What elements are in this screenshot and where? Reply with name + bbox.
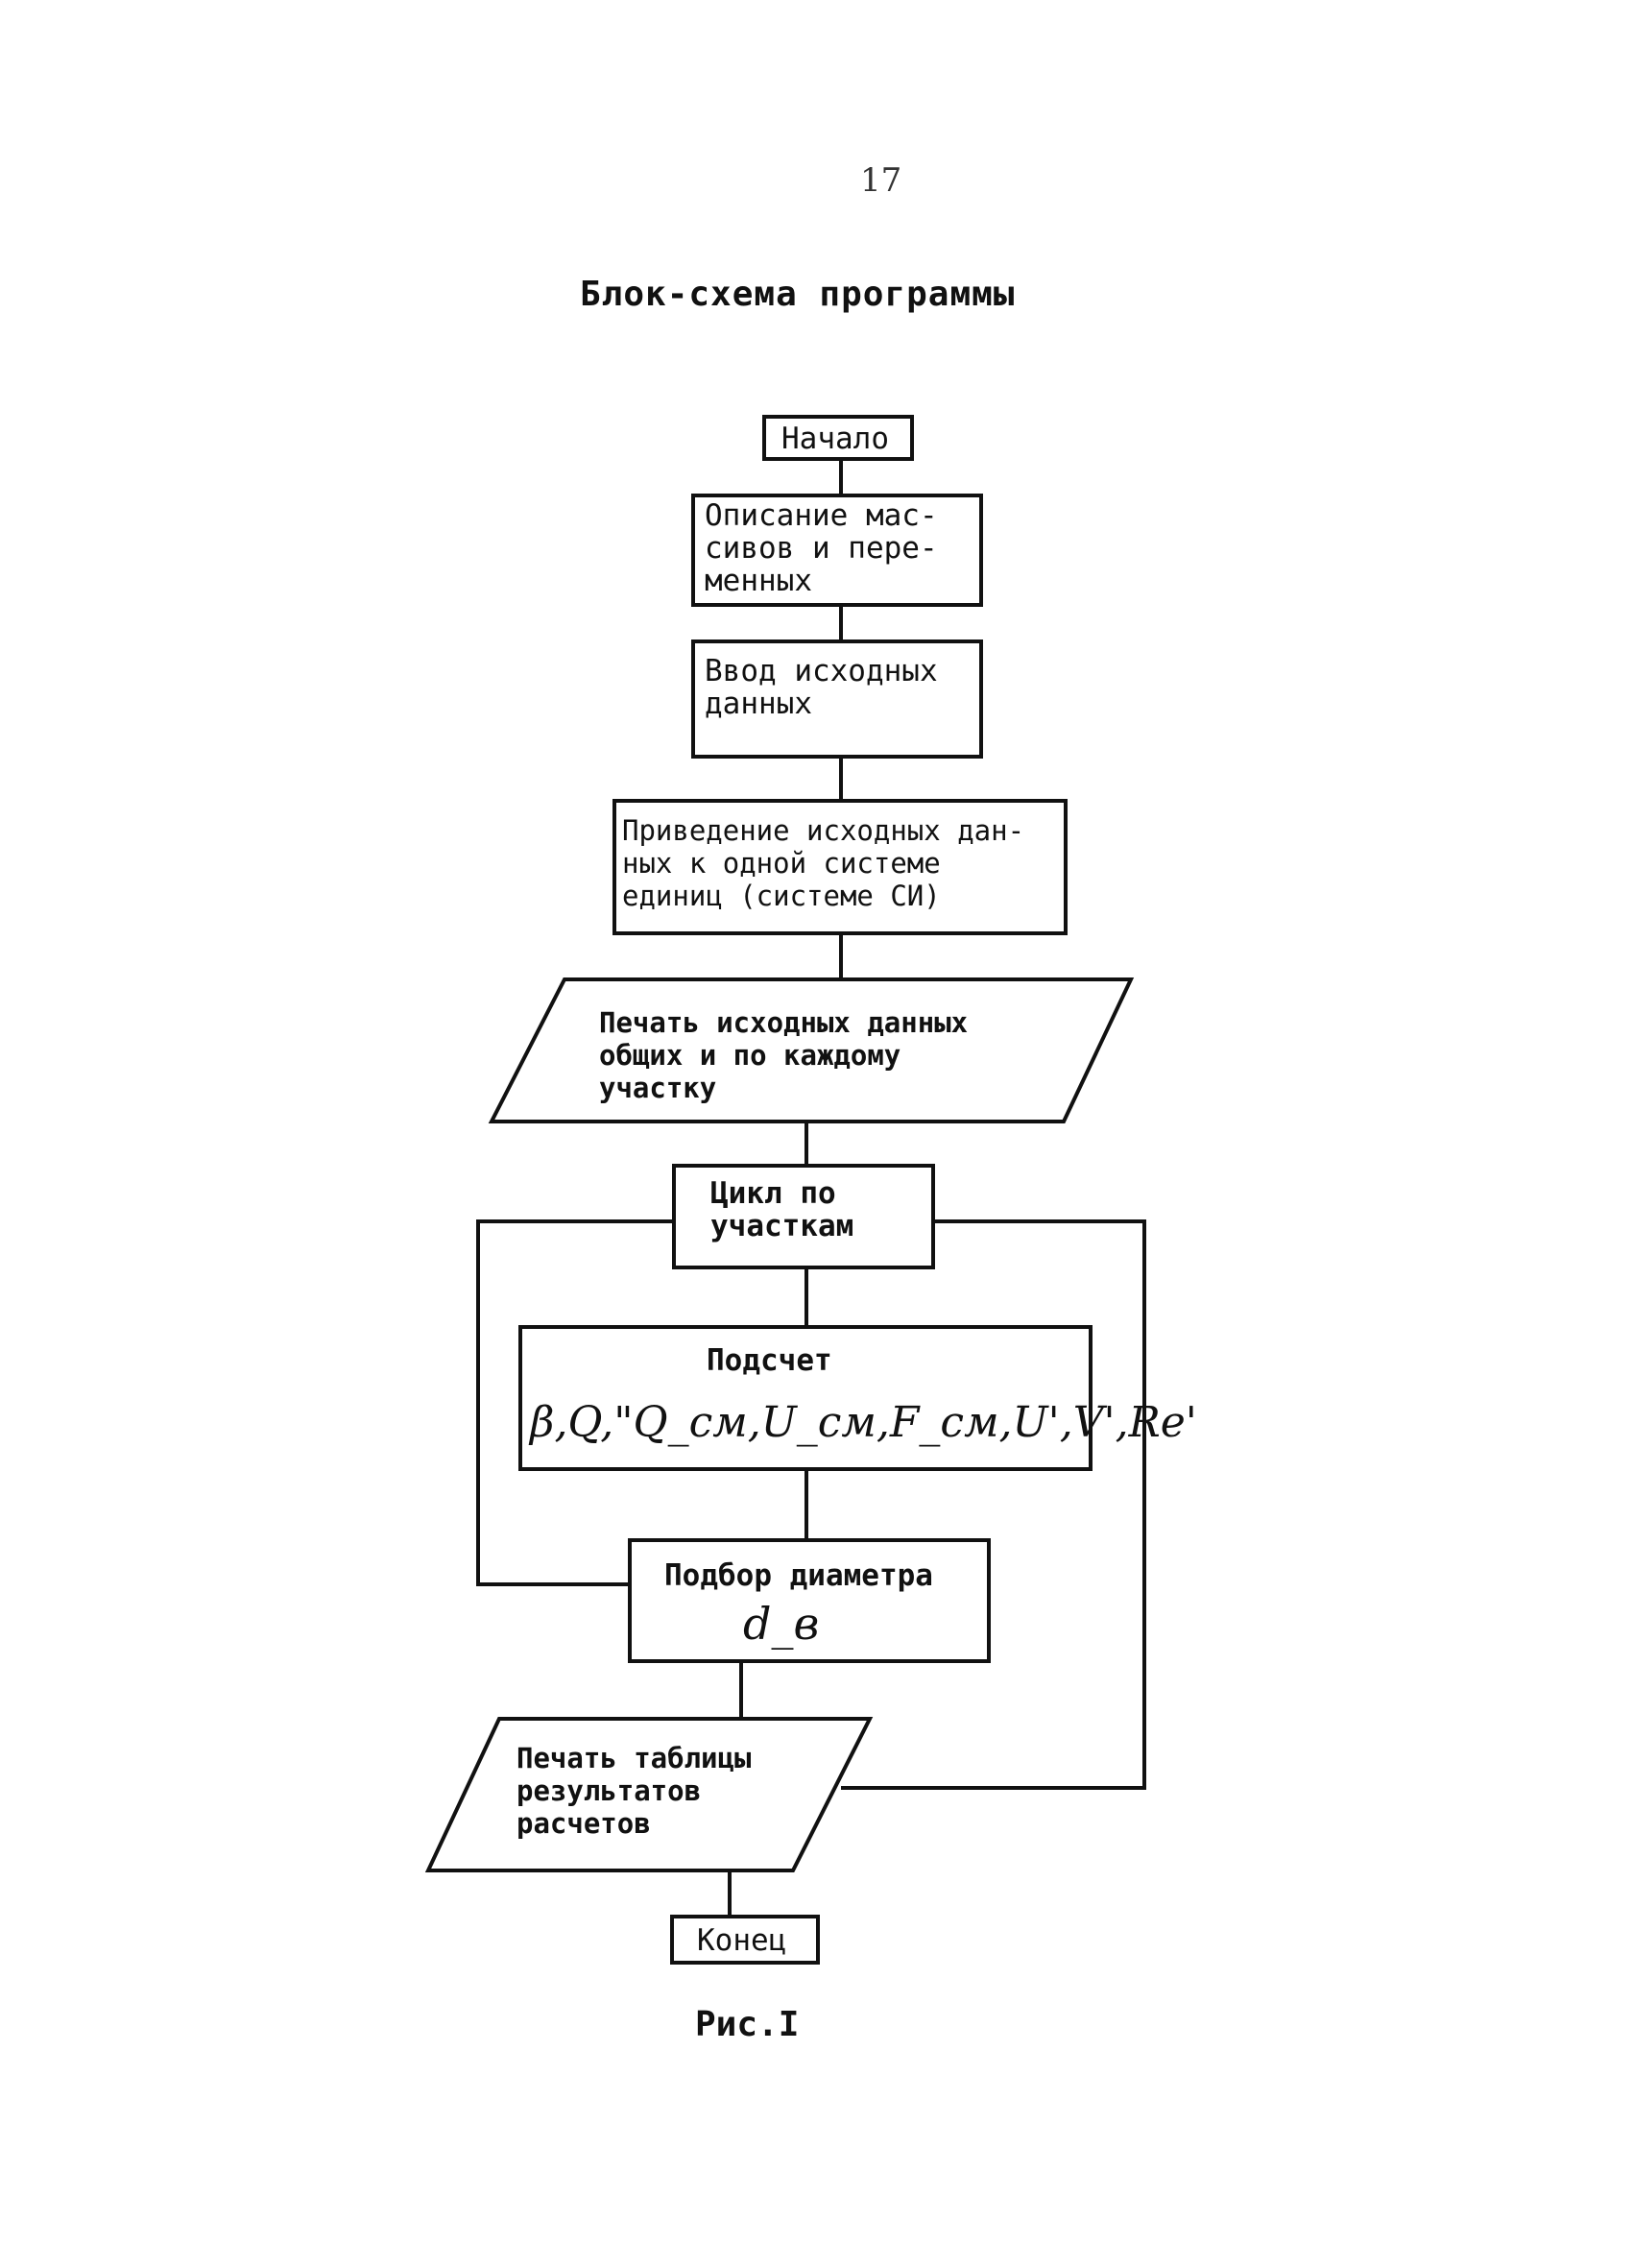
declare-box xyxy=(691,494,983,607)
start-terminal xyxy=(762,415,914,461)
convert-box xyxy=(612,799,1068,935)
calc-formula: β,Q,"Q_см,U_см,F_см,U',V',Re' xyxy=(530,1398,1197,1447)
loop-exit-line xyxy=(841,1219,1146,1790)
end-label: Конец xyxy=(697,1923,787,1958)
declare-label: Описание мас- сивов и пере- менных xyxy=(705,498,938,598)
page-title: Блок-схема программы xyxy=(580,275,1016,314)
input-label: Ввод исходных данных xyxy=(705,654,938,721)
loop-label: Цикл по участкам xyxy=(710,1176,854,1243)
print-results-parallelogram xyxy=(424,1717,874,1872)
calc-box xyxy=(518,1325,1093,1471)
input-box xyxy=(691,639,983,759)
print-input-parallelogram xyxy=(488,977,1135,1123)
page-number: 17 xyxy=(860,161,902,200)
loop-back-line xyxy=(476,1219,674,1586)
print-input-label: Печать исходных данных общих и по каждом… xyxy=(599,1006,969,1104)
calc-label: Подсчет xyxy=(707,1343,832,1378)
convert-label: Приведение исходных дан- ных к одной сис… xyxy=(622,814,1025,912)
loop-box xyxy=(672,1164,935,1269)
figure-caption: Рис.I xyxy=(695,2005,800,2044)
select-label: Подбор диаметра xyxy=(664,1558,933,1593)
select-box xyxy=(628,1538,991,1663)
end-terminal xyxy=(670,1915,820,1965)
start-label: Начало xyxy=(781,422,889,456)
print-results-label: Печать таблицы результатов расчетов xyxy=(516,1742,752,1840)
select-variable: d_в xyxy=(743,1598,820,1650)
